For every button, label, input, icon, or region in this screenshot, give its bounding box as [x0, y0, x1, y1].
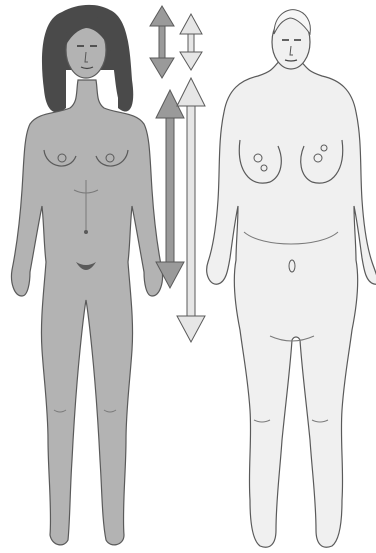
short-dark-arrow-icon — [150, 6, 174, 78]
figure-right-body — [207, 60, 376, 547]
figure-left-body — [11, 80, 162, 545]
short-light-arrow-icon — [180, 14, 202, 70]
gray-filled-female-figure — [11, 5, 162, 545]
light-outlined-female-figure — [207, 10, 376, 548]
